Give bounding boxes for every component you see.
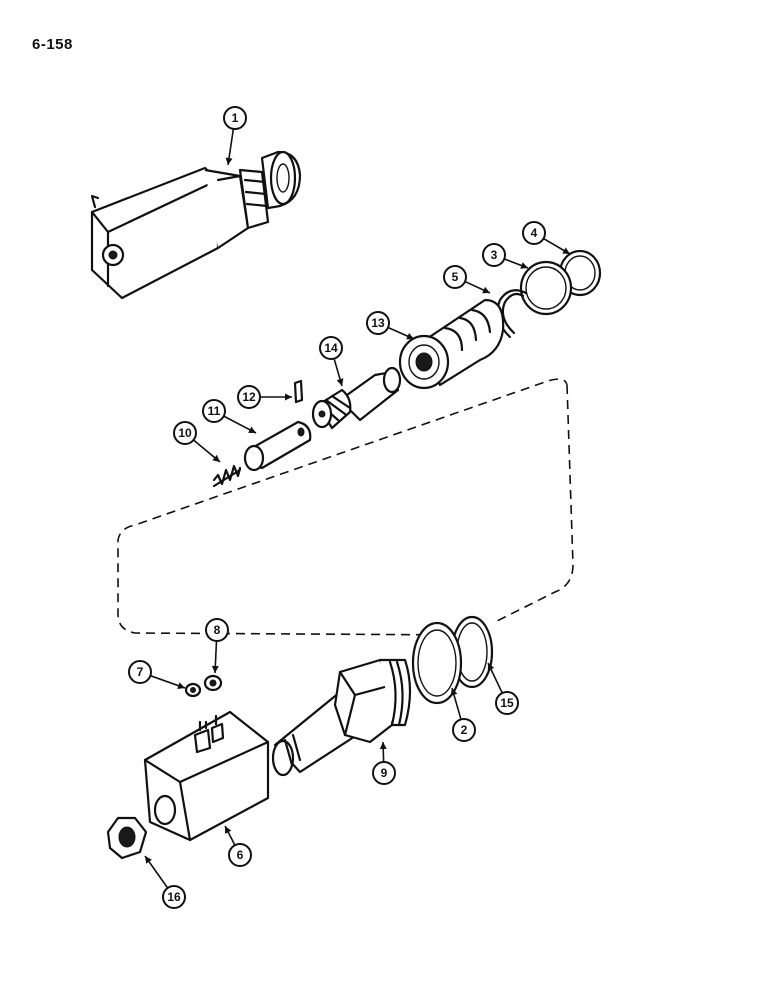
part-6-coil <box>143 710 270 842</box>
callout-label-12: 12 <box>242 390 256 404</box>
callout-arrowhead-12 <box>285 393 292 401</box>
callout-circle-13 <box>366 311 390 335</box>
callout-label-14: 14 <box>324 341 338 355</box>
callout-circle-12 <box>237 385 261 409</box>
part-10-spring <box>212 464 242 486</box>
callout-arrowhead-3 <box>520 262 528 269</box>
callout-arrowhead-11 <box>248 426 256 433</box>
callout-circle-10 <box>173 421 197 445</box>
callout-arrowhead-14 <box>336 378 344 386</box>
part-11-plunger <box>243 420 312 472</box>
part-16-nut <box>106 816 148 860</box>
callout-circle-14 <box>319 336 343 360</box>
callout-circle-4 <box>522 221 546 245</box>
callout-label-5: 5 <box>452 270 459 284</box>
callout-circle-9 <box>372 761 396 785</box>
callout-circle-8 <box>205 618 229 642</box>
callout-circle-3 <box>482 243 506 267</box>
callout-circle-7 <box>128 660 152 684</box>
part-1-solenoid <box>90 150 302 300</box>
page-number: 6-158 <box>32 36 73 53</box>
callout-arrowhead-13 <box>406 332 414 340</box>
callout-circle-2 <box>452 718 476 742</box>
callout-circle-1 <box>223 106 247 130</box>
callout-circle-6 <box>228 843 252 867</box>
callout-label-2: 2 <box>461 723 468 737</box>
callout-label-11: 11 <box>208 404 221 418</box>
callout-circle-16 <box>162 885 186 909</box>
callout-label-9: 9 <box>381 766 388 780</box>
callout-arrowhead-15 <box>487 663 495 671</box>
callout-circle-11 <box>202 399 226 423</box>
callout-label-1: 1 <box>232 111 239 125</box>
part-3-ring <box>519 260 573 316</box>
part-8-nut <box>203 674 223 692</box>
callout-label-4: 4 <box>531 226 538 240</box>
callout-circle-5 <box>443 265 467 289</box>
part-12-pin <box>293 379 304 404</box>
part-2-ring <box>411 621 463 705</box>
callout-arrowhead-1 <box>225 157 233 165</box>
part-7-nut <box>184 682 202 698</box>
callout-arrowhead-6 <box>225 826 232 834</box>
part-9-valve-stem <box>271 658 412 777</box>
part-14-spool <box>311 366 402 430</box>
callout-label-10: 10 <box>178 426 192 440</box>
callout-arrowhead-8 <box>211 665 219 673</box>
callout-arrowhead-9 <box>379 742 387 750</box>
callout-arrowhead-5 <box>482 286 490 294</box>
callout-arrowhead-4 <box>562 247 570 254</box>
part-13-cartridge <box>398 298 505 390</box>
callout-label-3: 3 <box>491 248 498 262</box>
callout-arrowhead-16 <box>145 856 152 864</box>
callout-arrowhead-7 <box>177 682 185 689</box>
callout-label-6: 6 <box>237 848 244 862</box>
callout-label-16: 16 <box>167 890 181 904</box>
callout-label-8: 8 <box>214 623 221 637</box>
assembly-outline <box>117 378 574 636</box>
callout-arrowhead-10 <box>212 454 220 462</box>
callout-label-15: 15 <box>500 696 514 710</box>
callout-label-7: 7 <box>137 665 144 679</box>
callout-circle-15 <box>495 691 519 715</box>
callout-arrowhead-2 <box>450 688 458 696</box>
callout-label-13: 13 <box>371 316 385 330</box>
